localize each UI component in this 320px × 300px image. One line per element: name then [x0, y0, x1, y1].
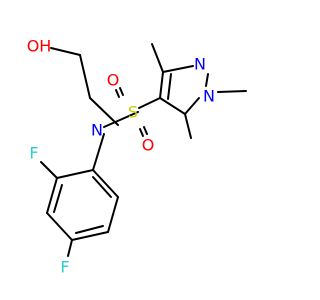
sulfonamide-group [103, 87, 161, 137]
bond-n1-methyl [217, 90, 247, 93]
bond-n2-n1 [205, 73, 209, 87]
pyrazole-ring [159, 65, 209, 115]
bond-n-s [103, 111, 139, 128]
hydroxyethyl-chain [50, 47, 119, 126]
bond-c3-methyl [151, 43, 164, 73]
bond-c2-n [89, 97, 119, 126]
atom-f-ortho: F [29, 144, 38, 163]
ring-inner-3 [92, 176, 112, 198]
pyrazole-methyls [151, 43, 247, 139]
atom-s: S [128, 103, 138, 122]
bond-c4-c3-b [167, 73, 172, 100]
atom-oh: OH [27, 37, 52, 56]
bond-n-ring [92, 133, 105, 171]
difluorophenyl-ring [40, 133, 119, 257]
bond-s-o-top-b [119, 87, 124, 96]
bond-s-c4 [138, 97, 161, 109]
ring-bond-2 [46, 177, 58, 214]
bond-c3-n2 [162, 65, 194, 73]
ring-bond-4 [71, 231, 109, 241]
ring-bond-3 [46, 212, 73, 241]
atom-n-sulfonamide: N [91, 121, 103, 140]
atom-o-bottom: O [142, 136, 155, 155]
ring-bond-6 [92, 169, 119, 198]
ring-bond-5 [107, 196, 119, 233]
bond-s-o-top-a [115, 89, 120, 98]
bond-c5-methyl [184, 113, 192, 139]
bond-c1-c2 [79, 54, 91, 99]
ring-bond-1 [56, 169, 94, 179]
ring-inner-1 [53, 184, 63, 213]
bond-n1-c5 [184, 97, 200, 115]
atom-f-para: F [60, 258, 69, 277]
structure-svg: OH N S O O N N F F [27, 37, 247, 277]
atom-labels: OH N S O O N N F F [27, 37, 215, 277]
bond-o-c1 [50, 47, 81, 56]
molecule-diagram: OH N S O O N N F F [27, 37, 247, 277]
bond-c5-c4 [159, 97, 186, 115]
atom-n-pyrazole-1: N [203, 87, 215, 106]
bond-ring-f-para [67, 239, 73, 257]
bond-c4-c3-a [159, 71, 164, 99]
bond-ring-f-ortho [40, 161, 58, 179]
atom-o-top: O [107, 71, 120, 90]
bond-s-o-bottom-a [139, 128, 144, 137]
atom-n-pyrazole-2: N [194, 55, 206, 74]
bond-s-o-bottom-b [143, 126, 148, 135]
ring-inner-2 [75, 225, 104, 234]
